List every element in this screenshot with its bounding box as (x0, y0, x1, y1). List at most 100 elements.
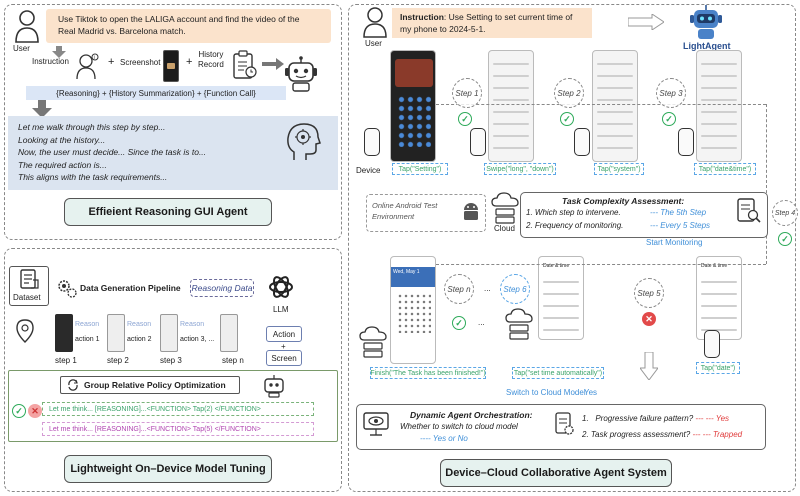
grpo-sample-bad: Let me think... [REASONING]...<FUNCTION>… (42, 422, 314, 436)
clipboard-gear-icon (555, 412, 574, 435)
orch-question: Whether to switch to cloud model (400, 422, 518, 431)
calendar-header: Wed, May 1 (391, 267, 435, 287)
plus-sign: + (108, 56, 115, 68)
cloud-server-icon (505, 308, 533, 340)
user-label: User (365, 39, 382, 48)
action-label-1: action 1 (75, 336, 100, 343)
device-phone-icon (704, 330, 720, 358)
step-phone-1 (55, 314, 73, 352)
location-pin-icon (16, 319, 34, 343)
cross-icon: ✕ (28, 404, 42, 418)
instruction-label: Instruction (32, 57, 69, 66)
lightagent-robot-icon (690, 5, 722, 39)
user-icon (363, 7, 387, 38)
grpo-sample-good: Let me think... [REASONING]...<FUNCTION>… (42, 402, 314, 416)
reasoning-line: Now, the user must decide... Since the t… (18, 147, 207, 157)
cross-icon: ✕ (642, 312, 656, 326)
screenshot-label: Screenshot (120, 58, 161, 67)
arrow-down-icon (32, 100, 52, 118)
screenshot-thumbnail (163, 50, 179, 82)
action-label-2: action 2 (127, 336, 152, 343)
clipboard-search-icon (737, 198, 761, 223)
step-label-n: step n (222, 356, 244, 365)
gears-icon (58, 280, 77, 298)
task-q2: 2. Frequency of monitoring. (526, 221, 624, 230)
android-icon (464, 203, 478, 220)
flow-line-top (436, 104, 766, 105)
yes-label: Yes (584, 388, 598, 397)
reason-label-2: Reason (127, 321, 152, 328)
reasoning-line: The required action is... (18, 159, 107, 170)
action-tap-setting: Tap("Setting") (392, 163, 448, 175)
arrow-right-icon (262, 58, 284, 70)
cycle-icon (68, 379, 78, 391)
device-phone-icon (364, 128, 380, 156)
orchestration-box (356, 404, 766, 450)
llm-label: LLM (273, 305, 289, 314)
action-swipe: Swipe("long", "down") (484, 163, 556, 175)
online-env-label: Online Android Test Environment (372, 201, 438, 221)
action-tap-auto: Tap("set time automatically") (512, 367, 604, 379)
switch-cloud-label: Switch to Cloud Model (506, 388, 586, 397)
pipeline-label: Data Generation Pipeline (80, 283, 181, 293)
dataset-box (9, 266, 49, 306)
action-label-3: action 3, ... (180, 336, 215, 343)
screen-datetime-auto: Date & time (538, 256, 584, 340)
action-tap-date: Tap("date") (696, 362, 740, 374)
user-icon (15, 10, 39, 43)
instruction-box: Instruction: Use Setting to set current … (392, 8, 592, 38)
device-phone-icon (470, 128, 486, 156)
grpo-title: Group Relative Policy Optimization (84, 380, 226, 390)
caption-reasoning-agent: Effieient Reasoning GUI Agent (64, 198, 272, 226)
check-icon: ✓ (662, 112, 676, 126)
step-label-3: step 3 (160, 356, 182, 365)
grpo-title-box (60, 376, 240, 394)
flow-line-bottom (436, 264, 766, 265)
device-phone-icon (574, 128, 590, 156)
step-circle-5: Step 5 (634, 278, 664, 308)
task-complexity-box (520, 192, 768, 238)
task-q1: 1. Which step to intervene. (526, 208, 621, 217)
arrow-down-icon (640, 352, 658, 380)
grpo-box (8, 370, 338, 442)
online-env-box (366, 194, 486, 232)
step-phone-3 (160, 314, 178, 352)
reasoning-line: This aligns with the task requirements..… (18, 172, 168, 182)
cloud-label: Cloud (494, 224, 515, 233)
step-label-1: step 1 (55, 356, 77, 365)
screen-calendar: Wed, May 1 (390, 256, 436, 364)
start-monitoring-label: Start Monitoring (646, 238, 703, 247)
caption-tuning: Lightweight On–Device Model Tuning (64, 455, 272, 483)
dataset-label: Dataset (13, 293, 41, 302)
lightagent-label: LightAgent (683, 41, 731, 51)
formula-bar: {Reasoning} + {History Summarization} + … (26, 86, 286, 100)
arrow-down-icon (52, 46, 66, 58)
check-icon: ✓ (778, 232, 792, 246)
plus-sign: + (281, 342, 286, 351)
check-icon: ✓ (452, 316, 466, 330)
step-circle-3: Step 3 (656, 78, 686, 108)
clipboard-clock-icon (233, 50, 257, 79)
svg-text:i: i (94, 55, 95, 61)
formula-text: {Reasoning} + {History Summarization} + … (56, 88, 256, 98)
instruction-text: Use Tiktok to open the LALIGA account an… (58, 14, 300, 36)
cloud-server-icon (491, 192, 519, 224)
orch-answer: ---- Yes or No (420, 434, 468, 443)
task-a2: --- Every 5 Steps (650, 221, 711, 230)
flow-line-right (766, 104, 767, 264)
orch-title: Dynamic Agent Orchestration: (410, 410, 533, 420)
plus-sign: + (186, 56, 193, 68)
step-circle-6: Step 6 (500, 274, 530, 304)
cloud-server-icon (359, 326, 387, 358)
step-circle-1: Step 1 (452, 78, 482, 108)
dots-label: ... (478, 318, 485, 327)
check-icon: ✓ (12, 404, 26, 418)
reason-label-3: Reason (180, 321, 205, 328)
screen-settings (488, 50, 534, 162)
robot-icon (264, 375, 284, 398)
reasoning-output-box: Let me walk through this step by step...… (8, 116, 338, 190)
screen-title: Date & time (543, 263, 570, 269)
screen-home (390, 50, 436, 162)
brain-head-icon (287, 123, 321, 160)
action-tap-system: Tap("system") (594, 163, 644, 175)
